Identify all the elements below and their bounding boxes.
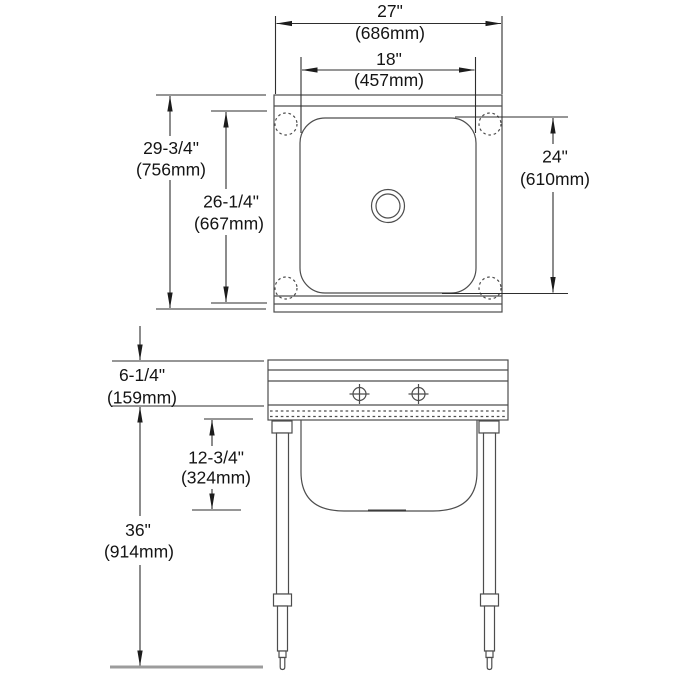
- dim-label-in: 27": [377, 1, 403, 21]
- dim-label-in: 6-1/4": [119, 365, 165, 385]
- sink-outer-frame: [273, 94, 503, 313]
- leg-foot-step: [278, 650, 287, 659]
- dim-label-in: 29-3/4": [143, 138, 199, 158]
- dim-label-mm: (756mm): [136, 160, 206, 180]
- leg-left: [271, 420, 293, 671]
- top-view: [273, 94, 503, 313]
- body-top-band: [267, 359, 509, 421]
- dim-label-in: 26-1/4": [203, 192, 259, 212]
- dim-label-mm: (610mm): [520, 169, 590, 189]
- dim-label-in: 24": [542, 147, 568, 167]
- dim-backsplash-height: 6-1/4" (159mm): [107, 326, 264, 408]
- dim-bowl-width: 18" (457mm): [300, 49, 477, 133]
- dim-bowl-height: 12-3/4" (324mm): [181, 418, 253, 511]
- dim-label-mm: (457mm): [354, 70, 424, 90]
- front-view: [267, 359, 509, 671]
- dim-label-in: 18": [376, 49, 402, 69]
- dim-label-in: 12-3/4": [188, 448, 244, 468]
- leg-foot-tip: [279, 656, 286, 671]
- dim-label-mm: (159mm): [107, 388, 177, 408]
- dim-deck-depth: 26-1/4" (667mm): [194, 110, 267, 304]
- dim-label-mm: (686mm): [355, 23, 425, 43]
- dim-label-in: 36": [125, 520, 151, 540]
- leg-adjuster-collar: [272, 593, 293, 607]
- faucet-hole-right: [408, 384, 429, 404]
- bowl-front-outline: [300, 420, 478, 512]
- dim-bowl-depth: 24" (610mm): [442, 116, 590, 295]
- drain-outer-circle: [370, 188, 406, 224]
- dim-label-mm: (324mm): [181, 468, 251, 488]
- dim-work-height: 36" (914mm): [104, 406, 263, 669]
- dim-label-mm: (667mm): [194, 214, 264, 234]
- dim-overall-width: 27" (686mm): [274, 1, 503, 94]
- drain-inner-circle: [375, 193, 401, 219]
- leg-hole-top-right: [478, 112, 502, 136]
- leg-hole-bottom-left: [274, 276, 298, 300]
- leg-upper-tube: [275, 432, 290, 595]
- dim-label-mm: (914mm): [104, 542, 174, 562]
- leg-bracket: [271, 420, 293, 434]
- faucet-hole-left: [349, 384, 370, 404]
- leg-hole-bottom-right: [478, 276, 502, 300]
- leg-right: [478, 420, 500, 671]
- leg-lower-tube: [276, 605, 289, 652]
- bowl-outline: [299, 117, 477, 294]
- dim-overall-depth: 29-3/4" (756mm): [136, 94, 266, 310]
- leg-hole-top-left: [274, 112, 298, 136]
